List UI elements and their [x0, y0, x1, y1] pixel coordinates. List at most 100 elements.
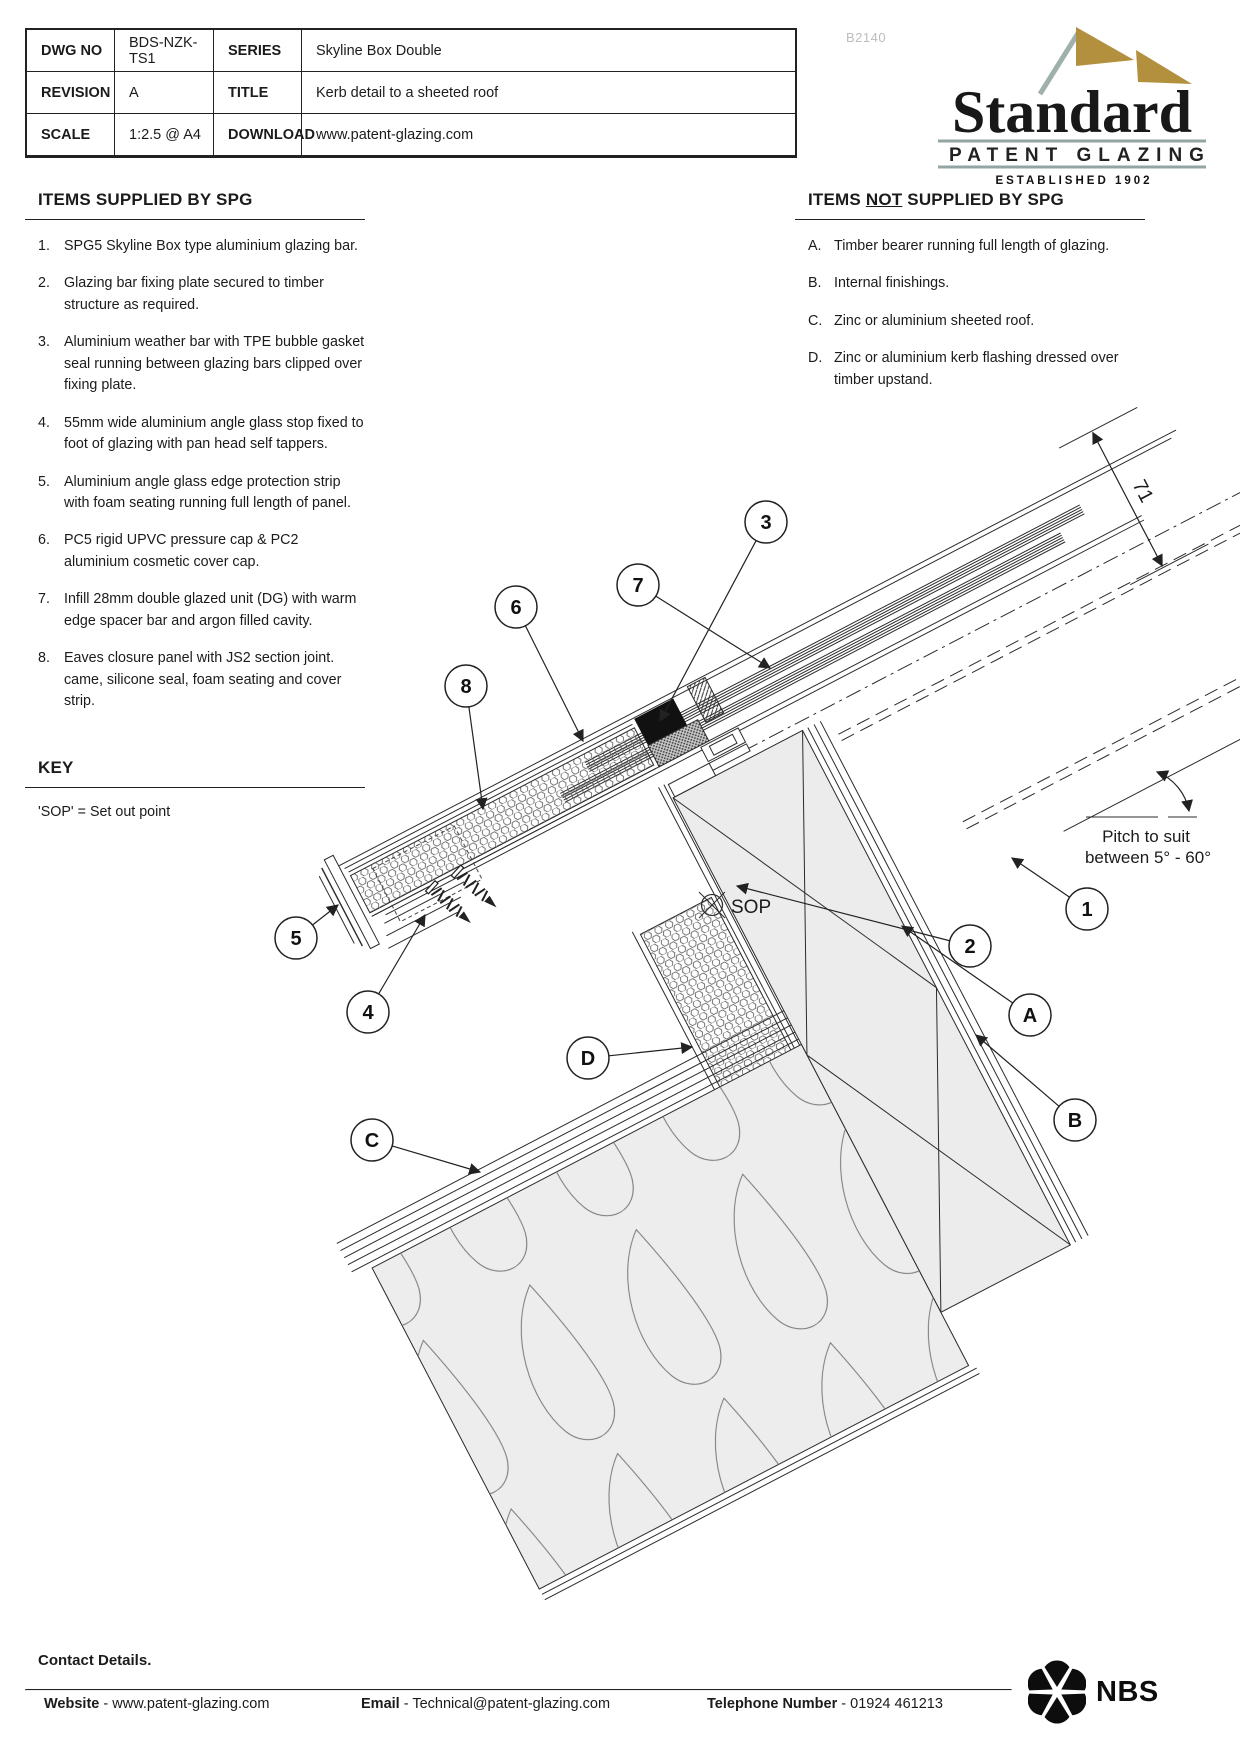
kerb-detail-drawing: 71 Pitch to suit between 5° - 60° SOP 1 2…: [274, 406, 1240, 1601]
callout-bubble-2: [948, 924, 992, 968]
list-item: 4. 55mm wide aluminium angle glass stop …: [38, 413, 365, 456]
pitch-text-line1: Pitch to suit: [1102, 827, 1190, 846]
list-item-text: PC5 rigid UPVC pressure cap & PC2 alumin…: [64, 532, 299, 570]
list-item: A. Timber bearer running full length of …: [808, 236, 1145, 257]
list-item-text: 55mm wide aluminium angle glass stop fix…: [64, 414, 364, 453]
callout-leader-C: [391, 1145, 482, 1175]
callout-label-8: 8: [460, 676, 471, 698]
list-item-number: 6.: [38, 532, 50, 549]
nbs-logo: NBS: [1028, 1660, 1159, 1724]
items-not-supplied-list: A. Timber bearer running full length of …: [795, 236, 1145, 391]
logo-subtitle: PATENT GLAZING: [949, 145, 1211, 166]
pitch-text-line2: between 5° - 60°: [1085, 848, 1211, 867]
list-item-text: Eaves closure panel with JS2 section joi…: [64, 650, 342, 709]
callout-bubble-1: [1065, 887, 1109, 931]
list-item: 7. Infill 28mm double glazed unit (DG) w…: [38, 589, 365, 632]
callout-label-5: 5: [290, 928, 301, 950]
cover-cap-line: [333, 429, 1177, 870]
title-block-label: REVISION: [27, 72, 115, 114]
items-not-supplied-heading: ITEMS NOT SUPPLIED BY SPG: [808, 190, 1064, 209]
list-item-number: 4.: [38, 414, 50, 431]
title-block-label: SERIES: [214, 30, 302, 72]
roof-insulation-quilt: [371, 1043, 970, 1590]
list-item-number: 8.: [38, 650, 50, 667]
cover-cap-line: [344, 437, 1172, 869]
key-section: KEY 'SOP' = Set out point: [25, 758, 365, 820]
list-item-number: 7.: [38, 591, 50, 608]
callout-label-6: 6: [510, 597, 521, 619]
title-block-value: BDS-NZK-TS1: [115, 30, 214, 72]
roof-plane-dashed-line: [962, 590, 1240, 823]
callout-label-7: 7: [632, 575, 643, 597]
list-item-text: Zinc or aluminium sheeted roof.: [834, 312, 1035, 329]
callout-bubble-D: [566, 1036, 610, 1080]
list-item: 3. Aluminium weather bar with TPE bubble…: [38, 332, 365, 396]
title-block-label: SCALE: [27, 114, 115, 156]
roof-plane-dashed-line: [966, 597, 1240, 830]
callout-bubble-6: [494, 585, 538, 629]
callout-bubble-B: [1053, 1098, 1097, 1142]
glass-stop-plate: [323, 854, 381, 950]
phone-contact: Telephone Number - 01924 461213: [707, 1696, 943, 1712]
callout-label-1: 1: [1081, 899, 1092, 921]
title-block-value: www.patent-glazing.com: [302, 114, 795, 156]
email-link[interactable]: Technical@patent-glazing.com: [412, 1696, 611, 1712]
sloped-glazing-assembly: 71: [318, 406, 1240, 1601]
items-not-supplied-section: ITEMS NOT SUPPLIED BY SPG A. Timber bear…: [795, 190, 1145, 407]
separator: -: [403, 1696, 409, 1712]
contact-details-heading: Contact Details.: [38, 1652, 152, 1669]
company-logo: Standard PATENT GLAZING ESTABLISHED 1902: [938, 27, 1211, 187]
sop-label: SOP: [731, 897, 771, 918]
list-item: 2. Glazing bar fixing plate secured to t…: [38, 273, 365, 316]
separator: -: [841, 1696, 847, 1712]
hidden-glazing-bar-line: [838, 479, 1240, 735]
callout-leader-6: [524, 625, 584, 743]
ceiling-line: [544, 1372, 980, 1601]
callout-leader-4: [378, 913, 426, 995]
logo-wordmark: Standard: [952, 79, 1192, 145]
list-item-text: Timber bearer running full length of gla…: [834, 238, 1110, 254]
callout-bubble-5: [274, 916, 318, 960]
key-heading: KEY: [38, 758, 74, 777]
title-block-value: Skyline Box Double: [302, 30, 795, 72]
edge-protection-strip: [321, 867, 363, 947]
pitch-annotation: Pitch to suit between 5° - 60°: [1085, 770, 1211, 867]
list-item: 6. PC5 rigid UPVC pressure cap & PC2 alu…: [38, 530, 365, 573]
heading-rule: [25, 787, 365, 788]
list-item-letter: B.: [808, 275, 822, 292]
items-supplied-section: ITEMS SUPPLIED BY SPG 1. SPG5 Skyline Bo…: [25, 190, 365, 728]
email-contact: Email - Technical@patent-glazing.com: [361, 1696, 610, 1712]
dimension-label: 71: [1128, 476, 1158, 506]
list-item-text: Infill 28mm double glazed unit (DG) with…: [64, 591, 357, 629]
website-contact: Website - www.patent-glazing.com: [44, 1696, 269, 1712]
callout-bubble-8: [444, 664, 488, 708]
callout-label-3: 3: [760, 512, 771, 534]
callout-bubble-7: [616, 563, 660, 607]
key-text: 'SOP' = Set out point: [38, 804, 171, 820]
website-link[interactable]: www.patent-glazing.com: [112, 1696, 270, 1712]
list-item-text: Aluminium angle glass edge protection st…: [64, 473, 351, 511]
callout-label-C: C: [365, 1130, 379, 1152]
list-item: 5. Aluminium angle glass edge protection…: [38, 472, 365, 515]
callout-leader-7: [655, 595, 772, 669]
hidden-glazing-bar-line: [841, 486, 1240, 741]
footer-rule: [25, 1689, 1012, 1691]
list-item-letter: D.: [808, 350, 823, 367]
phone-label: Telephone Number: [707, 1696, 838, 1712]
ceiling-line: [541, 1367, 977, 1595]
list-item-text: Internal finishings.: [834, 275, 950, 292]
heading-rule: [25, 219, 365, 220]
callout-bubble-C: [350, 1118, 394, 1162]
flag-icon: [1136, 50, 1192, 84]
list-item-number: 2.: [38, 275, 50, 292]
callout-leader-A: [901, 925, 1014, 1004]
list-item-text: Zinc or aluminium kerb flashing dressed …: [834, 350, 1119, 388]
list-item-number: 3.: [38, 334, 50, 351]
title-block-value: 1:2.5 @ A4: [115, 114, 214, 156]
callout-bubble-3: [744, 500, 788, 544]
callout-label-2: 2: [964, 936, 975, 958]
callout-leader-B: [975, 1034, 1060, 1107]
flag-icon: [1076, 27, 1134, 66]
logo-established: ESTABLISHED 1902: [995, 175, 1152, 187]
